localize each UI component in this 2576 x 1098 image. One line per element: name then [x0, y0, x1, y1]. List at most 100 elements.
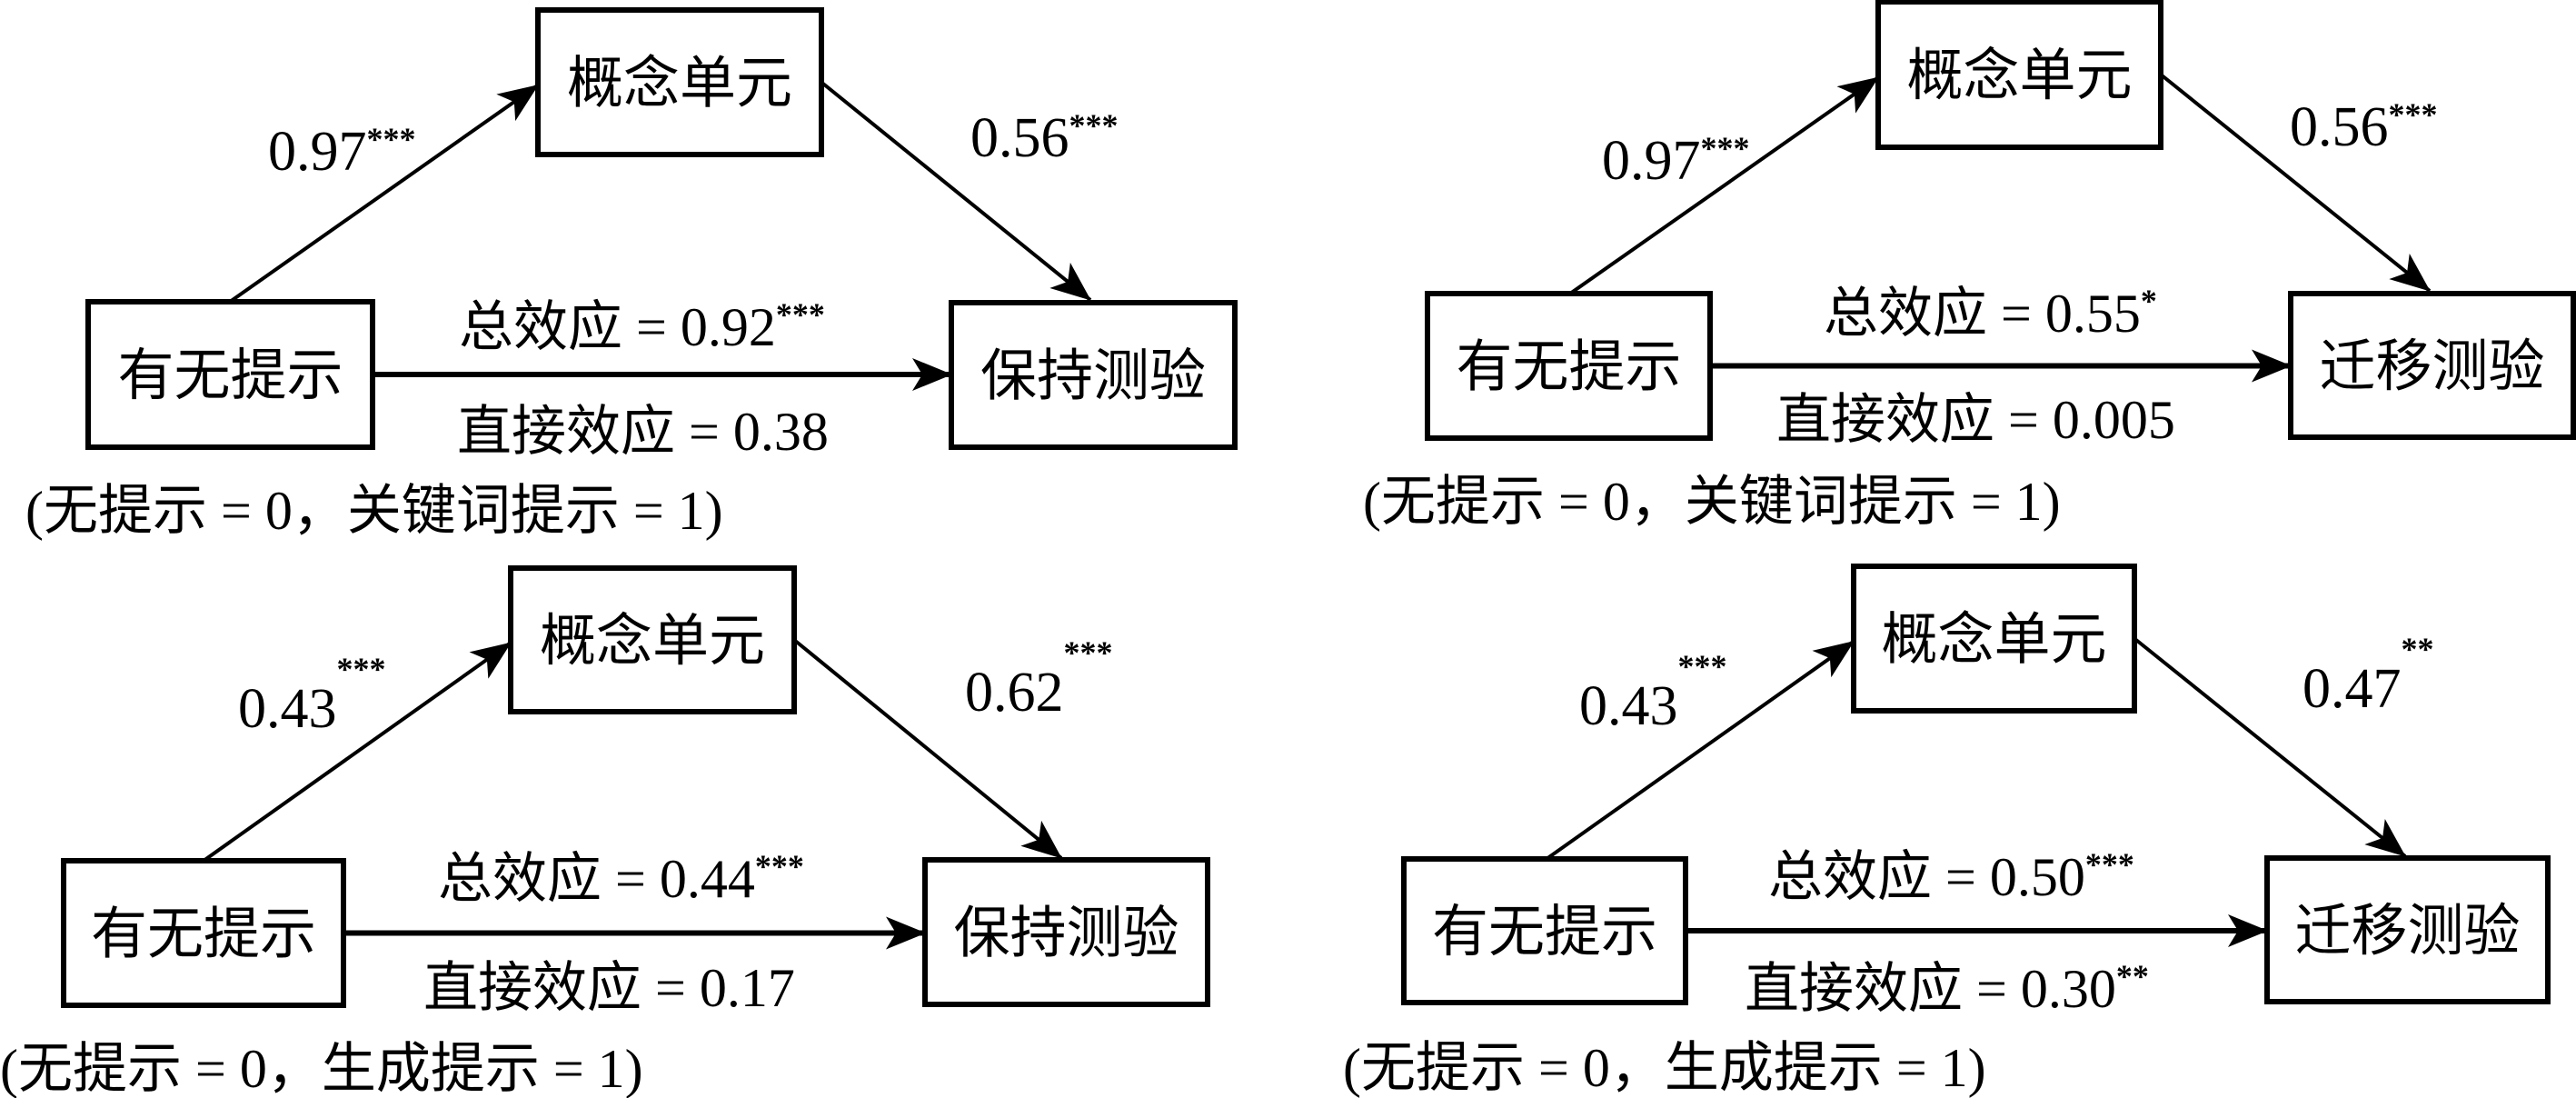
path-a-arrow: [202, 641, 512, 863]
path-b-arrow: [2133, 636, 2407, 858]
predictor-box-frame: [1401, 856, 1688, 1005]
significance-stars: ***: [776, 296, 825, 333]
outcome-box: 保持测验: [949, 300, 1238, 450]
outcome-box: 迁移测验: [2264, 855, 2551, 1004]
mediator-box-label: 概念单元: [567, 53, 792, 115]
predictor-box: 有无提示: [1425, 291, 1713, 441]
total-effect-label: 总效应 = 0.55*: [1824, 283, 2157, 344]
predictor-box: 有无提示: [85, 299, 375, 450]
path-b-coefficient-value: 0.56: [2290, 96, 2389, 158]
path-a-coefficient: 0.43***: [1579, 648, 1727, 737]
significance-stars: ***: [2389, 96, 2438, 133]
direct-effect-label: 直接效应 = 0.38: [457, 402, 829, 462]
outcome-box-frame: [2288, 291, 2576, 440]
direct-effect-label: 直接效应 = 0.17: [423, 958, 795, 1018]
mediator-box-frame: [1851, 564, 2137, 714]
outcome-box: 保持测验: [922, 857, 1210, 1007]
significance-stars: **: [2116, 958, 2149, 994]
path-b-coefficient: 0.47**: [2302, 631, 2434, 720]
total-effect-label: 总效应 = 0.50***: [1768, 846, 2134, 907]
path-b-coefficient: 0.62***: [965, 634, 1113, 724]
path-b-coefficient-value: 0.47: [2302, 658, 2402, 720]
total-effect-label: 总效应 = 0.44***: [438, 848, 804, 909]
path-b-arrow: [820, 80, 1092, 302]
path-a-arrow: [1568, 75, 1880, 295]
direct-effect-name: 直接效应 =: [423, 958, 700, 1018]
direct-effect-name: 直接效应 =: [457, 402, 733, 462]
outcome-box-label: 保持测验: [953, 903, 1179, 965]
significance-stars: ***: [367, 121, 416, 157]
path-a-coefficient-value: 0.43: [1579, 675, 1678, 737]
mediator-box-frame: [535, 7, 824, 157]
significance-stars: ***: [1701, 130, 1750, 166]
predictor-box-label: 有无提示: [1432, 902, 1657, 963]
total-effect-value: 0.92: [681, 297, 776, 357]
outcome-box-frame: [949, 300, 1238, 450]
direct-effect-value: 0.17: [700, 958, 795, 1018]
path-a-coefficient-value: 0.43: [238, 678, 337, 740]
coding-note: (无提示 = 0，关键词提示 = 1): [25, 481, 723, 541]
path-a-coefficient-value: 0.97: [1602, 130, 1701, 192]
path-b-arrow: [792, 638, 1063, 860]
significance-stars: ***: [755, 848, 804, 884]
total-effect-name: 总效应 =: [1824, 284, 2045, 344]
coding-note: (无提示 = 0，关键词提示 = 1): [1363, 472, 2061, 532]
direct-effect-label: 直接效应 = 0.005: [1776, 390, 2175, 450]
path-a-coefficient-value: 0.97: [268, 121, 367, 183]
mediator-box: 概念单元: [535, 7, 824, 157]
mediator-box-label: 概念单元: [1881, 609, 2106, 672]
outcome-box: 迁移测验: [2288, 291, 2576, 440]
total-effect-value: 0.50: [1990, 847, 2085, 907]
significance-stars: ***: [337, 651, 386, 687]
path-a-arrow: [1545, 640, 1855, 861]
total-effect-name: 总效应 =: [438, 849, 660, 909]
direct-effect-name: 直接效应 =: [1745, 959, 2021, 1019]
outcome-box-label: 迁移测验: [2294, 901, 2520, 963]
total-effect-name: 总效应 =: [459, 297, 681, 357]
path-b-coefficient-value: 0.62: [965, 662, 1064, 724]
significance-stars: *: [2141, 283, 2157, 319]
path-b-coefficient: 0.56***: [2290, 96, 2438, 158]
predictor-box-label: 有无提示: [1456, 337, 1681, 399]
mediator-box-label: 概念单元: [1906, 45, 2132, 107]
mediator-box: 概念单元: [1851, 564, 2137, 714]
direct-effect-name: 直接效应 =: [1776, 390, 2053, 450]
direct-effect-value: 0.30: [2021, 959, 2116, 1019]
predictor-box: 有无提示: [1401, 856, 1688, 1005]
predictor-box-label: 有无提示: [117, 345, 343, 407]
path-b-coefficient-value: 0.56: [970, 107, 1069, 169]
mediator-box-label: 概念单元: [540, 610, 765, 673]
predictor-box: 有无提示: [61, 858, 346, 1008]
coding-note: (无提示 = 0，生成提示 = 1): [0, 1039, 643, 1098]
coding-note: (无提示 = 0，生成提示 = 1): [1343, 1038, 1986, 1098]
total-effect-name: 总效应 =: [1768, 847, 1990, 907]
path-a-coefficient: 0.43***: [238, 651, 386, 740]
total-effect-value: 0.55: [2045, 284, 2141, 344]
mediator-box: 概念单元: [508, 565, 797, 714]
path-b-arrow: [2159, 73, 2432, 293]
predictor-box-frame: [1425, 291, 1713, 441]
path-b-coefficient: 0.56***: [970, 107, 1119, 169]
significance-stars: **: [2402, 631, 2434, 667]
direct-effect-value: 0.005: [2053, 390, 2175, 450]
outcome-box-label: 保持测验: [980, 346, 1206, 408]
significance-stars: ***: [1064, 634, 1113, 671]
significance-stars: ***: [1678, 648, 1727, 684]
total-effect-value: 0.44: [660, 849, 755, 909]
significance-stars: ***: [1069, 107, 1119, 144]
outcome-box-frame: [922, 857, 1210, 1007]
path-a-coefficient: 0.97***: [1602, 130, 1750, 192]
total-effect-label: 总效应 = 0.92***: [459, 296, 825, 357]
outcome-box-label: 迁移测验: [2319, 336, 2544, 398]
direct-effect-value: 0.38: [733, 402, 829, 462]
mediator-box: 概念单元: [1875, 0, 2163, 150]
significance-stars: ***: [2085, 846, 2134, 883]
path-a-coefficient: 0.97***: [268, 121, 416, 183]
direct-effect-label: 直接效应 = 0.30**: [1745, 958, 2149, 1019]
predictor-box-frame: [85, 299, 375, 450]
